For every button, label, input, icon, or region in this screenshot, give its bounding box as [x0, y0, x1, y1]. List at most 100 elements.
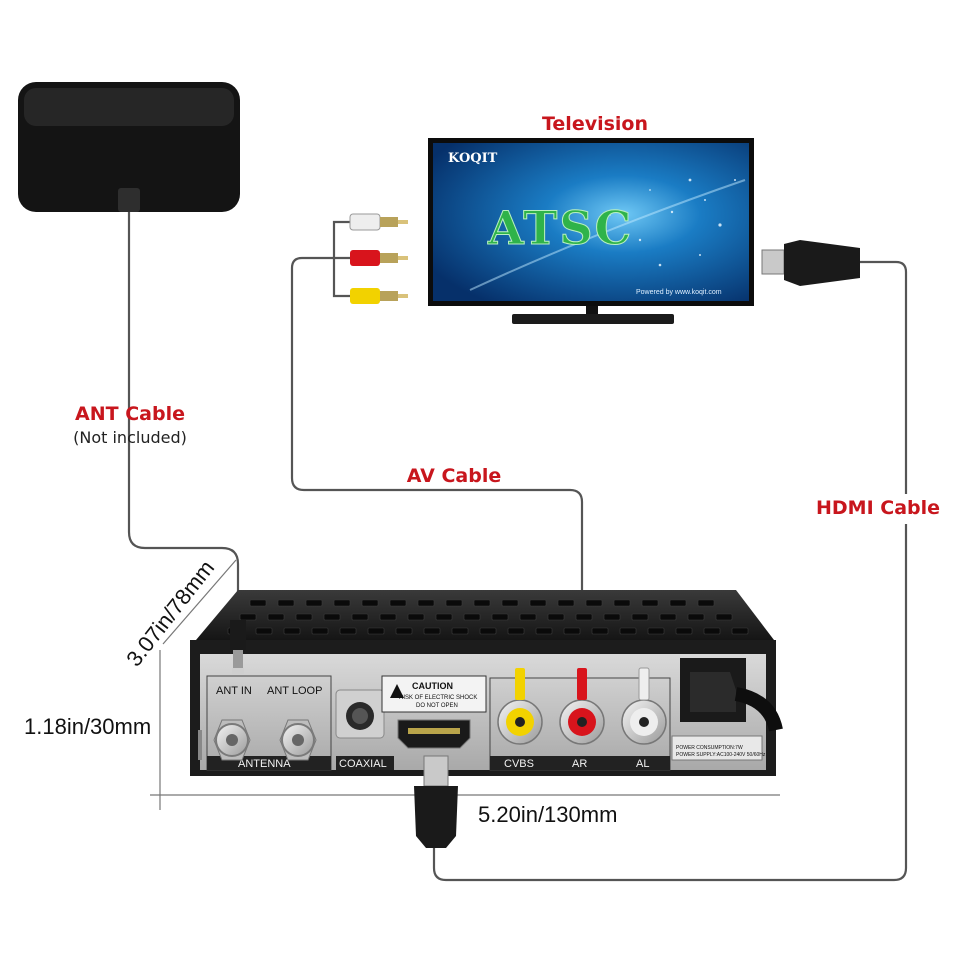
vent-slot	[687, 613, 705, 621]
caution-sticker: CAUTION RISK OF ELECTRIC SHOCK DO NOT OP…	[381, 675, 487, 713]
vent-slot	[249, 599, 267, 607]
antenna	[18, 82, 240, 212]
vent-slot	[395, 627, 413, 635]
television: KOQIT ATSC Powered by www.koqit.com	[428, 138, 754, 324]
cvbs-label: CVBS	[504, 758, 534, 770]
al-port	[621, 699, 667, 745]
vent-slot	[585, 599, 603, 607]
vent-slot	[367, 627, 385, 635]
av-section: CVBS AR AL	[489, 677, 671, 771]
vent-slot	[423, 627, 441, 635]
vent-slot	[339, 627, 357, 635]
coaxial-port: COAXIAL	[335, 689, 394, 770]
vent-slot	[563, 627, 581, 635]
vent-slot	[591, 627, 609, 635]
hdmi-plug-tv	[761, 240, 860, 286]
vent-slot	[351, 613, 369, 621]
vent-slot	[507, 627, 525, 635]
vent-slot	[435, 613, 453, 621]
vent-slot	[703, 627, 721, 635]
vent-slot	[519, 613, 537, 621]
vent-slot	[295, 613, 313, 621]
ant-loop-label: ANT LOOP	[267, 685, 322, 697]
vent-slot	[333, 599, 351, 607]
tv-headline: ATSC	[487, 201, 633, 255]
vent-slot	[641, 599, 659, 607]
vent-slot	[547, 613, 565, 621]
vent-slot	[311, 627, 329, 635]
vent-slot	[451, 627, 469, 635]
vent-slot	[267, 613, 285, 621]
hdmi-cable-label: HDMI Cable	[816, 497, 940, 519]
vent-slot	[647, 627, 665, 635]
tv-footer: Powered by www.koqit.com	[636, 289, 722, 296]
ant-in-port	[213, 719, 251, 761]
vent-slot	[473, 599, 491, 607]
vent-slot	[323, 613, 341, 621]
vent-slot	[445, 599, 463, 607]
vent-slot	[305, 599, 323, 607]
vent-slot	[479, 627, 497, 635]
vent-slot	[731, 627, 749, 635]
vent-slot	[575, 613, 593, 621]
vent-slot	[283, 627, 301, 635]
hdmi-cable-line	[432, 260, 908, 882]
vent-slot	[659, 613, 677, 621]
vent-slot	[535, 627, 553, 635]
tv-starfield	[609, 178, 736, 267]
vent-slot	[631, 613, 649, 621]
vent-slot	[379, 613, 397, 621]
vent-slot	[557, 599, 575, 607]
vent-slot	[491, 613, 509, 621]
vent-slot	[389, 599, 407, 607]
antenna-label: ANTENNA	[238, 758, 291, 770]
ant-cable-line	[127, 212, 240, 620]
cvbs-port	[497, 699, 543, 745]
coaxial-label: COAXIAL	[339, 758, 387, 770]
rca-plugs-tv	[349, 213, 408, 304]
vent-slot	[407, 613, 425, 621]
al-label: AL	[636, 758, 649, 770]
vent-slot	[417, 599, 435, 607]
ant-in-label: ANT IN	[216, 685, 252, 697]
av-cable-line	[290, 256, 584, 660]
tv-brand: KOQIT	[448, 151, 498, 166]
ar-port	[559, 699, 605, 745]
vent-slot	[613, 599, 631, 607]
power-line1: POWER CONSUMPTION:7W	[676, 745, 743, 751]
vent-slot	[277, 599, 295, 607]
vent-slot	[361, 599, 379, 607]
caution-line2: DO NOT OPEN	[416, 703, 458, 709]
hdmi-port	[397, 719, 471, 749]
vent-slot	[669, 599, 687, 607]
caution-line1: RISK OF ELECTRIC SHOCK	[399, 695, 477, 701]
vent-slot	[675, 627, 693, 635]
caution-title: CAUTION	[412, 681, 453, 691]
hdmi-plug-box	[414, 755, 458, 848]
rca-plugs-box	[515, 667, 650, 701]
height-dimension: 1.18in/30mm	[24, 714, 151, 739]
av-cable-label: AV Cable	[407, 465, 502, 487]
ant-cable-label: ANT Cable	[75, 403, 185, 425]
power-line2: POWER SUPPLY:AC100-240V 50/60Hz	[676, 752, 766, 758]
television-label: Television	[542, 113, 648, 135]
vent-slot	[603, 613, 621, 621]
tv-light-swoosh	[469, 179, 746, 291]
av-bundle-line	[332, 220, 350, 298]
power-section: POWER CONSUMPTION:7W POWER SUPPLY:AC100-…	[671, 658, 783, 761]
vent-slot	[715, 613, 733, 621]
vent-slot	[501, 599, 519, 607]
ar-label: AR	[572, 758, 587, 770]
vent-slot	[463, 613, 481, 621]
width-dimension: 5.20in/130mm	[478, 802, 617, 827]
ant-loop-port	[279, 719, 317, 761]
dimension-lines	[150, 559, 780, 810]
vent-slot	[239, 613, 257, 621]
vent-slot	[529, 599, 547, 607]
vent-slot	[619, 627, 637, 635]
ant-cable-note: (Not included)	[73, 428, 187, 447]
vent-slot	[255, 627, 273, 635]
ant-plug	[230, 620, 246, 674]
vent-slot	[697, 599, 715, 607]
